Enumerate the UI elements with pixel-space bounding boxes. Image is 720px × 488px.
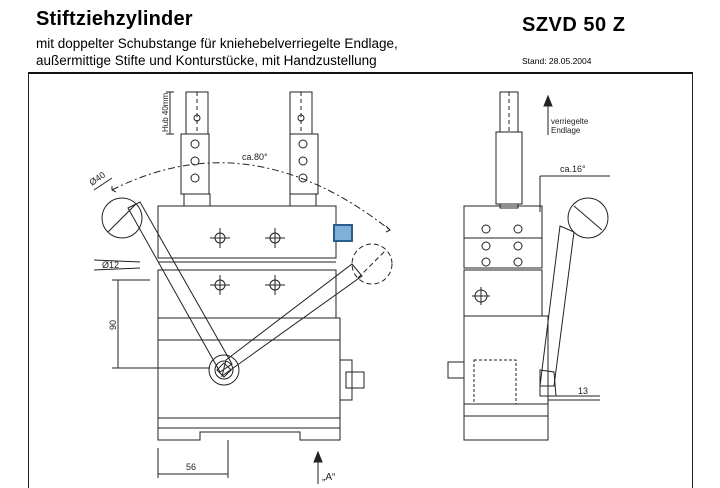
label-verriegelte: verriegelte	[551, 117, 589, 126]
subtitle-line-1: mit doppelter Schubstange für kniehebelv…	[36, 36, 398, 51]
front-lever-right	[221, 243, 393, 378]
side-body	[447, 205, 549, 441]
label-endlage: Endlage	[551, 126, 581, 135]
subtitle-line-2: außermittige Stifte und Konturstücke, mi…	[36, 53, 377, 68]
label-hub: Hub 40mm	[161, 93, 170, 132]
model-number: SZVD 50 Z	[522, 14, 626, 36]
label-dim90: 90	[108, 320, 118, 330]
front-pivot	[208, 354, 240, 386]
front-body	[157, 205, 365, 441]
side-lever	[539, 197, 609, 397]
label-view-a: „A“	[322, 472, 335, 483]
label-ca16: ca.16°	[560, 164, 586, 174]
label-dim13: 13	[578, 386, 588, 396]
front-lever-left	[101, 197, 233, 373]
label-dia12: Ø12	[102, 260, 119, 270]
label-ca80: ca.80°	[242, 152, 268, 162]
page-title: Stiftziehzylinder	[36, 8, 193, 30]
front-pin-right	[289, 91, 319, 207]
front-pin-left	[180, 91, 211, 207]
highlight-marker	[333, 224, 353, 242]
label-dia40: Ø40	[87, 170, 107, 188]
drawing-frame	[28, 72, 693, 488]
side-pin	[495, 91, 523, 209]
label-dim56: 56	[186, 462, 196, 472]
revision-date: Stand: 28.05.2004	[522, 56, 592, 66]
